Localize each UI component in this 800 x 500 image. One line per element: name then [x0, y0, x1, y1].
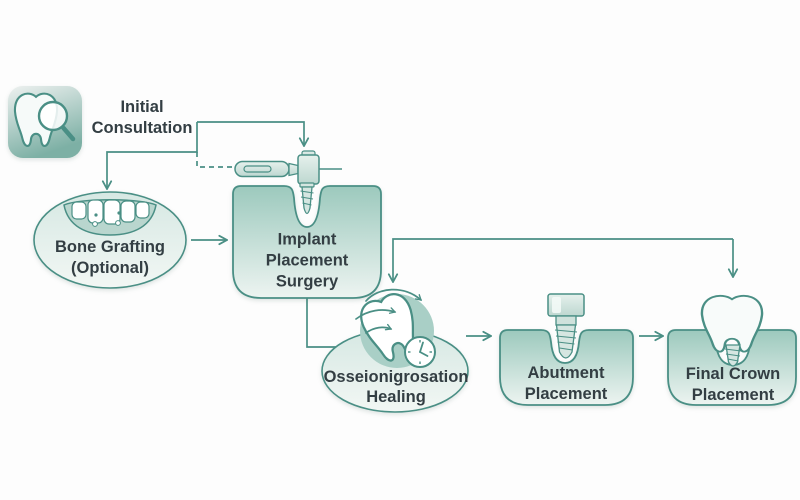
tooth-healing-clock-icon [355, 288, 436, 368]
abutment-neck [555, 315, 577, 326]
arrow-long-to-healing [393, 238, 733, 282]
dashed-connector-to-drill [196, 152, 233, 168]
magnifier-handle [61, 125, 76, 142]
clock-hour-hand [419, 351, 429, 357]
label-line: Placement [524, 385, 608, 403]
drill-neck [288, 162, 299, 177]
arrow-consultation-to-surgery [197, 121, 304, 146]
implant-screw [299, 182, 315, 215]
drill-head [297, 154, 320, 185]
connector-lines [107, 121, 733, 348]
dental-drill-implant-icon [234, 150, 342, 215]
gums-teeth-icon [63, 199, 157, 236]
graft-bump [115, 220, 121, 226]
tooth-magnifier-icon [13, 92, 76, 148]
drill-handle-slot [243, 165, 272, 173]
label-line: Surgery [275, 272, 339, 291]
tooth-shape [120, 200, 136, 223]
label-line: Placement [265, 251, 349, 270]
label-line: (Optional) [71, 259, 149, 277]
arrow-consultation-to-bone-grafting [107, 122, 198, 189]
label-line: Consultation [91, 119, 193, 137]
implant-surgery-node [232, 185, 382, 299]
crown-screw [724, 344, 742, 367]
abutment-screw-icon [547, 293, 585, 359]
graft-dot [94, 213, 98, 217]
label-line: Abutment [527, 364, 605, 382]
clock-minute-hand [419, 341, 424, 353]
abutment-node [499, 329, 634, 406]
healing-swirl-arrow [365, 288, 423, 302]
label-final-crown-placement: Final Crown Placement [686, 364, 780, 406]
label-initial-consultation: Initial Consultation [92, 97, 193, 139]
label-line: Bone Grafting [55, 238, 165, 256]
tooth-shape [71, 201, 87, 220]
drill-handle [234, 160, 290, 178]
label-line: Placement [691, 386, 775, 404]
graft-dot [117, 211, 121, 215]
label-bone-grafting: Bone Grafting (Optional) [55, 237, 165, 279]
abutment-cap-highlight [552, 297, 561, 313]
label-line: Initial [120, 98, 164, 116]
tooth-shape [135, 201, 150, 219]
magnifier-lens [37, 100, 69, 132]
label-line: Implant [277, 230, 337, 249]
label-abutment-placement: Abutment Placement [525, 363, 608, 405]
label-line: Final Crown [685, 365, 781, 383]
tooth-shape [87, 199, 104, 224]
label-osseointegration-healing: Osseionigrosation Healing [324, 367, 469, 407]
healing-swirl-arrow [365, 323, 393, 334]
crown-tooth-icon [700, 294, 764, 367]
label-implant-placement-surgery: Implant Placement Surgery [266, 230, 349, 293]
graft-bump [92, 221, 98, 227]
label-line: Healing [366, 388, 426, 406]
clock-icon [404, 336, 436, 368]
label-line: Osseionigrosation [323, 368, 469, 386]
elbow-surgery-to-healing [306, 298, 340, 348]
healing-swirl-arrow [355, 307, 397, 320]
